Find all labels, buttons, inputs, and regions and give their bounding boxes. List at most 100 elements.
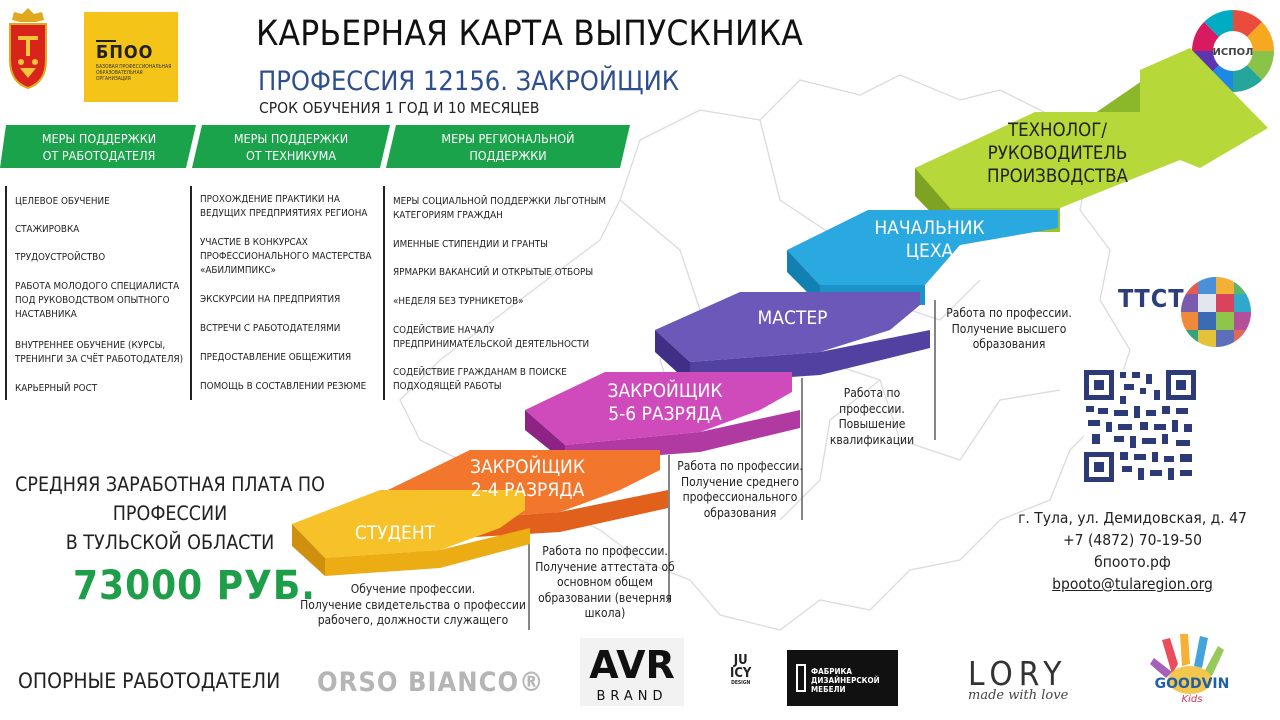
step-head-top: [787, 210, 1058, 285]
step-master-top: [655, 292, 920, 362]
list-item: РАБОТА МОЛОДОГО СПЕЦИАЛИСТА: [15, 281, 180, 292]
step-head-side: [787, 250, 820, 305]
juicy-logo-line2: ICY: [730, 666, 752, 681]
step-head-label2: ЦЕХА: [905, 240, 954, 262]
juicy-design-logo: JU ICY DESIGN: [730, 654, 751, 687]
step-head-label: НАЧАЛЬНИК ЦЕХА: [862, 217, 997, 263]
salary-line3: В ТУЛЬСКОЙ ОБЛАСТИ: [65, 531, 275, 554]
list-item: ПРОФЕССИОНАЛЬНОГО МАСТЕРСТВА: [200, 251, 372, 262]
step-cutter24-label1: ЗАКРОЙЩИК: [470, 456, 585, 478]
tab-employer-bg: [0, 125, 196, 168]
list-item: КАРЬЕРНЫЙ РОСТ: [15, 383, 98, 394]
fabrika-logo-line1: ФАБРИКА: [811, 667, 852, 676]
step-student-label: СТУДЕНТ: [335, 522, 455, 545]
list-item: КАТЕГОРИЯМ ГРАЖДАН: [393, 210, 503, 221]
step-technologist-top: [915, 48, 1268, 208]
step-student-top: [292, 490, 525, 558]
step-student-front: [325, 528, 530, 576]
step-technologist-label2: РУКОВОДИТЕЛЬ: [987, 143, 1128, 164]
step-cutter56-label: ЗАКРОЙЩИК 5-6 РАЗРЯДА: [590, 380, 740, 426]
tula-crest-icon: [9, 8, 47, 90]
list-item: СОДЕЙСТВИЕ ГРАЖДАНАМ В ПОИСКЕ: [393, 367, 567, 378]
employers-label: ОПОРНЫЕ РАБОТОДАТЕЛИ: [18, 669, 281, 693]
list-item: ПОМОЩЬ В СОСТАВЛЕНИИ РЕЗЮМЕ: [200, 381, 367, 392]
list-item: ПОДХОДЯЩЕЙ РАБОТЫ: [393, 381, 502, 392]
contact-email-link[interactable]: bpooto@tularegion.org: [1052, 575, 1213, 593]
contact-site[interactable]: бпоото.рф: [1094, 553, 1171, 571]
tab-employer-line1: МЕРЫ ПОДДЕРЖКИ: [41, 130, 157, 146]
tab-college-bg: [192, 125, 390, 168]
ttct-circle-mosaic-icon: [1181, 277, 1251, 347]
tab-region-line1: МЕРЫ РЕГИОНАЛЬНОЙ: [441, 130, 575, 146]
list-item: «НЕДЕЛЯ БЕЗ ТУРНИКЕТОВ»: [393, 296, 524, 307]
lory-logo-tagline: made with love: [968, 688, 1069, 703]
fabrika-logo-mark: [796, 664, 806, 692]
list-item: ВНУТРЕННЕЕ ОБУЧЕНИЕ (КУРСЫ,: [15, 340, 166, 351]
region-list-bar: [383, 186, 385, 400]
step-technologist-label1: ТЕХНОЛОГ/: [1007, 120, 1108, 141]
list-item: ТРЕНИНГИ ЗА СЧЁТ РАБОТОДАТЕЛЯ): [15, 354, 184, 365]
avr-logo-main: AVR: [589, 643, 675, 687]
step-technologist-label3: ПРОИЗВОДСТВА: [987, 166, 1128, 187]
list-item: ПОД РУКОВОДСТВОМ ОПЫТНОГО: [15, 295, 170, 306]
bpoo-logo-line: [96, 40, 116, 42]
profession-title: ПРОФЕССИЯ 12156. ЗАКРОЙЩИК: [258, 66, 680, 97]
step-master-label1: МАСТЕР: [757, 307, 828, 329]
description-line: Работа по профессии.: [946, 306, 1072, 320]
page-title: КАРЬЕРНАЯ КАРТА ВЫПУСКНИКА: [256, 14, 804, 54]
step-master-label: МАСТЕР: [730, 307, 855, 330]
bpoo-logo-subtitle: БАЗОВАЯ ПРОФЕССИОНАЛЬНАЯ ОБРАЗОВАТЕЛЬНАЯ…: [96, 64, 172, 82]
description-line: Работа по профессии.: [677, 459, 803, 473]
list-item: ПРЕДОСТАВЛЕНИЕ ОБЩЕЖИТИЯ: [200, 352, 352, 363]
fabrika-logo-line3: МЕБЕЛИ: [811, 685, 846, 694]
list-item: ЭКСКУРСИИ НА ПРЕДПРИЯТИЯ: [200, 294, 341, 305]
list-item: ИМЕННЫЕ СТИПЕНДИИ И ГРАНТЫ: [393, 239, 548, 250]
colorful-circle-logo: ИСПОЛ: [1192, 9, 1274, 92]
step-master-description: Работа по профессии. Повышение квалифика…: [808, 386, 936, 448]
list-item: ЯРМАРКИ ВАКАНСИЙ И ОТКРЫТЫЕ ОТБОРЫ: [393, 267, 594, 278]
juicy-logo-line3: DESIGN: [731, 680, 751, 686]
step-master-side: [655, 330, 690, 384]
employer-list-bar: [5, 186, 7, 400]
list-item: УЧАСТИЕ В КОНКУРСАХ: [200, 237, 308, 248]
goodvin-kids-logo: GOODVIN Kids: [1150, 634, 1229, 705]
step-master-front: [690, 330, 930, 384]
step-student-description: Обучение профессии. Получение свидетельс…: [298, 582, 528, 629]
list-item: МЕРЫ СОЦИАЛЬНОЙ ПОДДЕРЖКИ ЛЬГОТНЫМ: [393, 196, 607, 207]
support-tabs-bar: [0, 125, 630, 168]
list-item: ТРУДОУСТРОЙСТВО: [15, 252, 106, 263]
list-item: СОДЕЙСТВИЕ НАЧАЛУ: [393, 325, 495, 336]
step-cutter24-label2: 2-4 РАЗРЯДА: [470, 479, 585, 501]
step-cutter56-top: [525, 372, 792, 445]
description-line: образовании (вечерняя: [538, 590, 672, 605]
tab-employer-line2: ОТ РАБОТОДАТЕЛЯ: [42, 147, 156, 163]
tab-region-bg: [386, 125, 630, 168]
step-cutter24-description: Работа по профессии. Получение аттестата…: [532, 544, 678, 622]
tab-college-line1: МЕРЫ ПОДДЕРЖКИ: [233, 130, 349, 146]
region-support-list: МЕРЫ СОЦИАЛЬНОЙ ПОДДЕРЖКИ ЛЬГОТНЫМ КАТЕГ…: [383, 186, 623, 401]
description-line: рабочего, должности служащего: [317, 613, 509, 627]
step-cutter24-label: ЗАКРОЙЩИК 2-4 РАЗРЯДА: [455, 456, 600, 502]
college-list-bar: [190, 186, 192, 400]
qr-code-icon: [1084, 370, 1196, 482]
list-item: ЦЕЛЕВОЕ ОБУЧЕНИЕ: [15, 196, 110, 207]
ttct-logo-text: ТТСТ: [1118, 284, 1185, 313]
step-head-description: Работа по профессии. Получение высшего о…: [940, 306, 1078, 353]
salary-value: 73000 РУБ.: [73, 563, 316, 609]
step-cutter56-label1: ЗАКРОЙЩИК: [607, 380, 723, 402]
step-cutter56-label2: 5-6 РАЗРЯДА: [608, 403, 722, 425]
description-line: образования: [703, 505, 777, 520]
fabrika-logo-line2: ДИЗАЙНЕРСКОЙ: [811, 676, 880, 685]
list-item: ВСТРЕЧИ С РАБОТОДАТЕЛЯМИ: [200, 323, 341, 334]
description-line: основном общем: [556, 575, 654, 589]
description-line: профессии.: [839, 401, 905, 416]
step-cutter56-description: Работа по профессии. Получение среднего …: [674, 459, 806, 521]
contact-phone[interactable]: +7 (4872) 70-19-50: [1062, 531, 1203, 549]
description-line: Обучение профессии.: [350, 582, 476, 596]
step-student-label1: СТУДЕНТ: [354, 522, 436, 544]
topright-logo-text: ИСПОЛ: [1213, 47, 1254, 58]
description-line: Работа по профессии.: [542, 544, 668, 558]
